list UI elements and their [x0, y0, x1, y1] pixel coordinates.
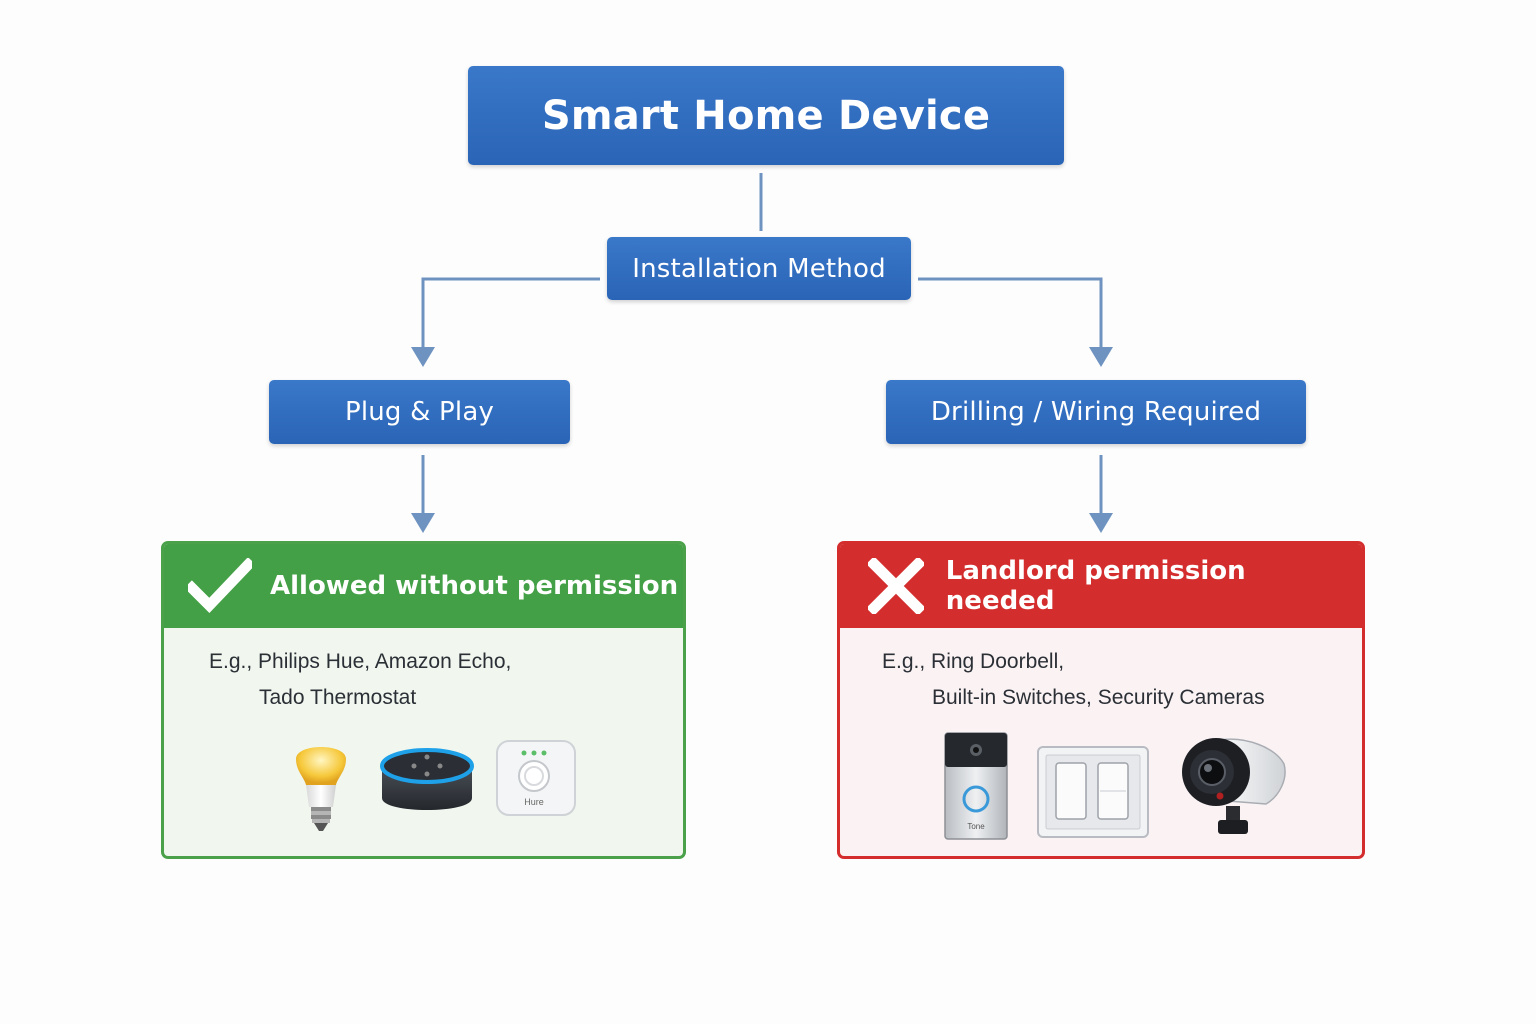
- arrowhead: [1089, 347, 1113, 367]
- permission-examples: E.g., Ring Doorbell, Built-in Switches, …: [882, 644, 1265, 716]
- permission-outcome-header: Landlord permission needed: [840, 544, 1362, 628]
- permission-outcome-title: Landlord permission needed: [945, 556, 1246, 616]
- security-camera-icon: [1182, 738, 1286, 834]
- allowed-examples-line2: Tado Thermostat: [259, 686, 417, 709]
- method-label: Installation Method: [632, 253, 886, 284]
- connector-method-to-plug-and-play: [421, 277, 600, 350]
- allowed-examples: E.g., Philips Hue, Amazon Echo, Tado The…: [209, 644, 511, 716]
- allowed-outcome-header: Allowed without permission: [164, 544, 683, 628]
- cross-icon: [864, 554, 928, 618]
- connector-method-to-drilling: [918, 277, 1103, 350]
- allowed-outcome-title: Allowed without permission: [270, 571, 679, 601]
- plug-and-play-node: Plug & Play: [269, 380, 570, 444]
- installation-method-node: Installation Method: [607, 237, 911, 300]
- video-doorbell-icon: Tone: [944, 732, 1008, 840]
- allowed-examples-line1: E.g., Philips Hue, Amazon Echo,: [209, 650, 512, 673]
- arrowhead: [411, 347, 435, 367]
- arrowhead: [411, 513, 435, 533]
- doorbell-label: Tone: [967, 822, 985, 831]
- root-label: Smart Home Device: [541, 92, 991, 139]
- smart-speaker-icon: [380, 748, 474, 810]
- permission-examples-line1: E.g., Ring Doorbell,: [882, 650, 1065, 673]
- plug-and-play-label: Plug & Play: [344, 397, 495, 427]
- checkmark-icon: [188, 554, 252, 618]
- smart-bulb-icon: [296, 747, 346, 831]
- permission-examples-line2: Built-in Switches, Security Cameras: [932, 686, 1265, 709]
- allowed-outcome-card: Allowed without permission E.g., Philips…: [161, 541, 686, 859]
- drilling-wiring-node: Drilling / Wiring Required: [886, 380, 1306, 444]
- hub-label: Hure: [524, 797, 544, 807]
- drilling-wiring-label: Drilling / Wiring Required: [930, 397, 1262, 427]
- root-node: Smart Home Device: [468, 66, 1064, 165]
- hue-bridge-icon: Hure: [496, 740, 576, 816]
- wall-switch-icon: [1037, 746, 1149, 838]
- arrowhead: [1089, 513, 1113, 533]
- permission-outcome-card: Landlord permission needed E.g., Ring Do…: [837, 541, 1365, 859]
